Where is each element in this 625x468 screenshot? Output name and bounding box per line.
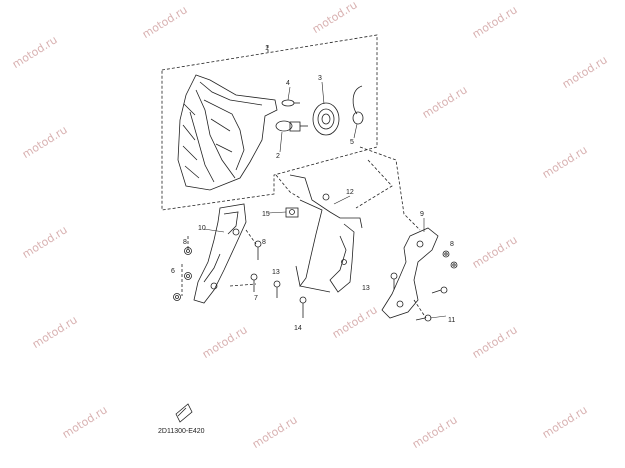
callout-labels: 1 2 3 4 5 6 7 8 8 8 9 10 11 12 13 13 14 … [171, 45, 455, 332]
callout-12: 12 [346, 189, 354, 196]
nut [442, 250, 450, 258]
bulb-socket [352, 85, 364, 125]
label-icon [175, 403, 193, 423]
bolt [431, 286, 448, 294]
callout-8: 8 [262, 239, 266, 246]
bulb-cover [312, 102, 340, 136]
diagram-code: 2D11300-E420 [158, 428, 205, 435]
callout-11: 11 [448, 317, 455, 324]
callout-9: 9 [420, 211, 424, 218]
bolt [254, 240, 262, 260]
headlight-bulb [275, 120, 308, 132]
callout-1: 1 [265, 45, 269, 52]
callout-10: 10 [198, 225, 206, 232]
left-headlight-bracket [193, 203, 247, 304]
callout-8: 8 [183, 239, 187, 246]
callout-7: 7 [254, 295, 258, 302]
bolt [273, 280, 281, 298]
callout-3: 3 [318, 75, 322, 82]
callout-8: 8 [450, 241, 454, 248]
callout-13: 13 [272, 269, 280, 276]
headlight-stay [289, 174, 363, 293]
bolt [250, 273, 258, 292]
bolt [299, 296, 307, 318]
callout-leaders [203, 81, 447, 319]
guide-lines [181, 146, 427, 319]
bolt [390, 272, 398, 290]
headlight-lens [177, 74, 278, 191]
nut [173, 293, 181, 301]
callout-2: 2 [276, 153, 280, 160]
bolt [415, 314, 432, 322]
callout-13: 13 [362, 285, 370, 292]
callout-6: 6 [171, 268, 175, 275]
callout-5: 5 [350, 139, 354, 146]
callout-4: 4 [286, 80, 290, 87]
bracket-clip [285, 207, 299, 218]
nut [184, 272, 192, 280]
right-headlight-bracket [381, 227, 439, 319]
callout-14: 14 [294, 325, 302, 332]
assembly-outline [161, 34, 378, 211]
callout-15: 15 [262, 211, 270, 218]
position-bulb [281, 99, 300, 107]
nut [450, 261, 458, 269]
